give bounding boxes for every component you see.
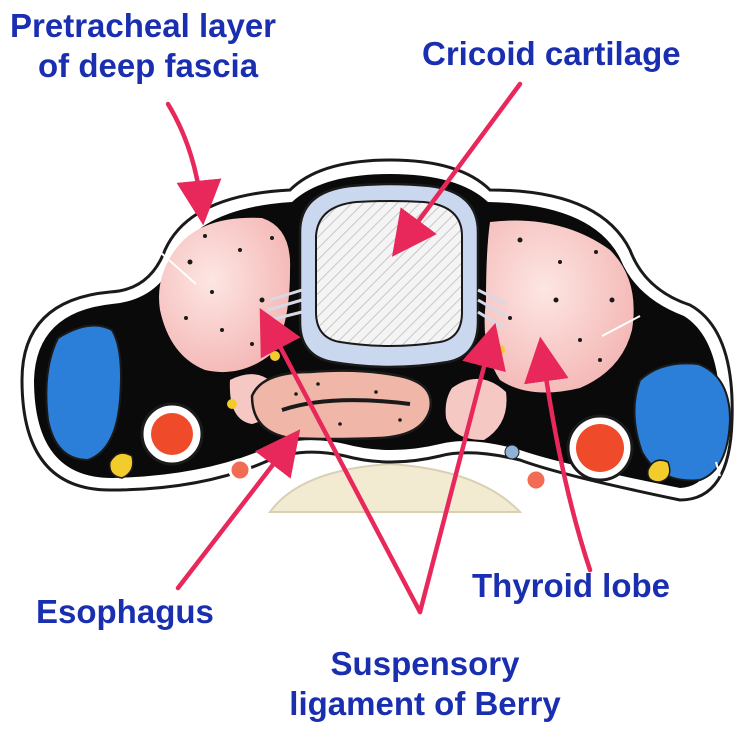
recurrent-nerve-right — [495, 345, 505, 355]
small-node-left — [227, 399, 237, 409]
label-cricoid-cartilage: Cricoid cartilage — [422, 34, 681, 74]
label-pretracheal-line2: of deep fascia — [10, 46, 276, 86]
label-pretracheal-layer: Pretracheal layer of deep fascia — [10, 6, 276, 86]
arrow-pretracheal — [168, 104, 202, 212]
label-suspensory-ligament: Suspensory ligament of Berry — [250, 644, 600, 724]
small-vein-right — [505, 445, 519, 459]
carotid-artery-right — [576, 424, 624, 472]
small-vessel-right — [526, 470, 546, 490]
label-thyroid-lobe: Thyroid lobe — [472, 566, 670, 606]
label-esophagus: Esophagus — [36, 592, 214, 632]
recurrent-nerve-left — [270, 351, 280, 361]
label-pretracheal-line1: Pretracheal layer — [10, 6, 276, 46]
internal-jugular-vein-left — [46, 326, 121, 461]
cricoid-lumen — [316, 201, 462, 346]
small-vessel-left — [230, 460, 250, 480]
carotid-artery-left — [151, 413, 193, 455]
label-suspensory-line1: Suspensory — [250, 644, 600, 684]
label-suspensory-line2: ligament of Berry — [250, 684, 600, 724]
vertebral-body — [270, 464, 520, 512]
